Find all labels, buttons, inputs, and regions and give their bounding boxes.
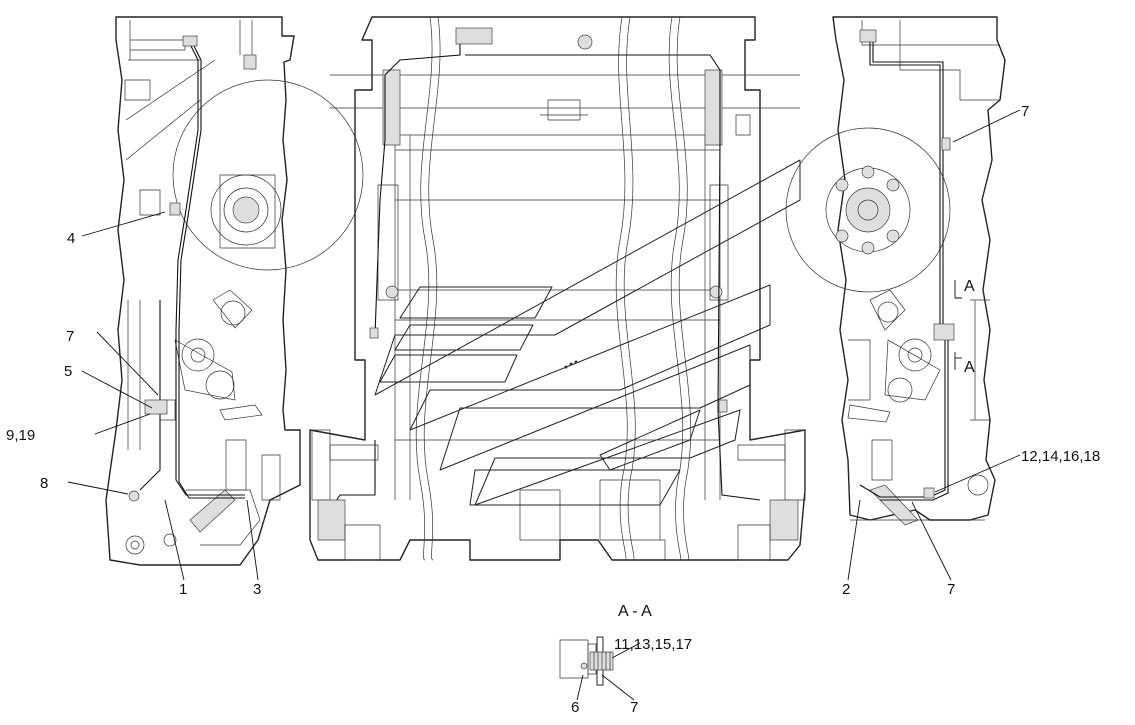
callout-6: 6 xyxy=(571,699,579,716)
callout-labels: 4 7 5 9,19 8 1 3 7 12,14,16,18 2 7 11,13… xyxy=(6,103,1100,716)
callout-1: 1 xyxy=(179,581,187,598)
leader-lines xyxy=(67,109,1021,701)
callout-9-19: 8 xyxy=(40,475,48,492)
section-mark-bottom: A xyxy=(964,359,975,376)
callout-2: 2 xyxy=(842,581,850,598)
section-mark-top: A xyxy=(964,278,975,295)
left-side-view xyxy=(105,16,364,566)
callout-7-left: 7 xyxy=(66,328,74,345)
callout-10-14-16: 9,19 xyxy=(6,427,35,444)
callout-7-right: 7 xyxy=(947,581,955,598)
callout-5: 5 xyxy=(64,363,72,380)
callout-12-14-16-18: 12,14,16,18 xyxy=(1021,448,1100,465)
callout-3: 3 xyxy=(253,581,261,598)
callout-11-13-15-17: 11,13,15,17 xyxy=(614,636,692,653)
right-side-view xyxy=(785,16,1006,526)
emblem-watermark xyxy=(374,159,801,506)
callout-7-section: 7 xyxy=(630,699,638,716)
callout-4: 4 xyxy=(67,230,75,247)
rear-view xyxy=(309,16,806,561)
section-detail xyxy=(559,636,614,686)
callout-8: 7 xyxy=(1021,103,1029,120)
section-title: A - A xyxy=(618,603,652,620)
